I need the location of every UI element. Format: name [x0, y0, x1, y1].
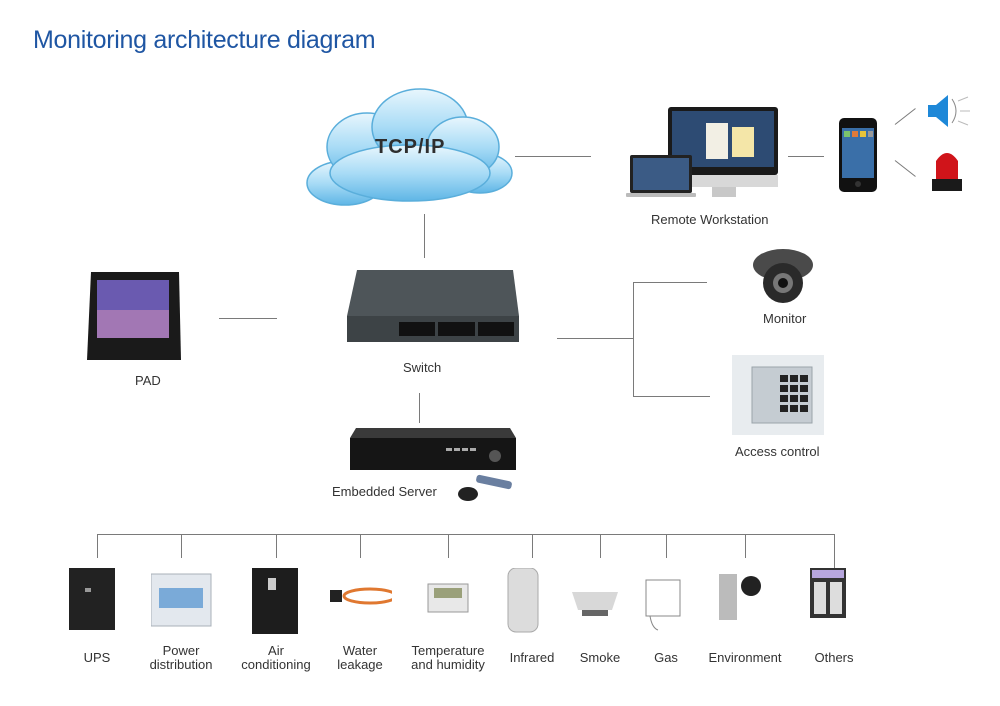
alarm-light-icon — [930, 145, 964, 193]
sensor-drop-line — [360, 534, 361, 558]
remote-workstation-icon — [626, 105, 781, 200]
power-distribution-icon — [151, 568, 213, 636]
connector-line — [419, 393, 420, 423]
sensor-label-line: Gas — [654, 650, 678, 665]
sensor-label-line: leakage — [337, 657, 383, 672]
sensor-label: Environment — [695, 651, 795, 665]
switch-icon — [347, 270, 519, 345]
environment-icon — [715, 568, 777, 636]
ups-icon — [67, 568, 129, 636]
air-conditioning-icon — [246, 568, 308, 636]
sensor-label: Infrared — [482, 651, 582, 665]
sensor-drop-line — [532, 534, 533, 558]
others-icon — [804, 568, 866, 636]
cloud-label: TCP/IP — [375, 136, 446, 158]
page-title: Monitoring architecture diagram — [33, 26, 376, 54]
switch-label: Switch — [403, 360, 442, 375]
sensor-label-line: and humidity — [411, 657, 485, 672]
sensor-label-line: Air — [268, 643, 284, 658]
sensor-drop-line — [181, 534, 182, 558]
sensor-drop-line — [745, 534, 746, 558]
sensor-label-line: Environment — [708, 650, 782, 665]
embedded-server-label: Embedded Server — [332, 484, 437, 499]
speaker-icon — [924, 93, 970, 129]
sensor-drop-line — [276, 534, 277, 558]
sensor-label-line: conditioning — [241, 657, 311, 672]
sensor-drop-line — [448, 534, 449, 558]
connector-line — [894, 108, 916, 125]
connector-line — [633, 282, 707, 283]
remote-workstation-label: Remote Workstation — [651, 212, 769, 227]
water-leakage-icon — [330, 568, 392, 636]
pad-label: PAD — [135, 373, 161, 388]
connector-line — [424, 214, 425, 258]
connector-line — [788, 156, 824, 157]
sensor-label: UPS — [47, 651, 147, 665]
connector-line — [633, 396, 710, 397]
sensor-label-line: Infrared — [509, 650, 555, 665]
sensor-drop-line — [834, 534, 835, 578]
cloud-icon — [306, 88, 513, 206]
sensor-label-line: UPS — [83, 650, 111, 665]
sensor-label: Others — [784, 651, 884, 665]
tcp-ip-cloud — [305, 85, 515, 215]
sensor-label: Gas — [616, 651, 716, 665]
sensor-label-line: Water — [342, 643, 378, 658]
sensor-label-line: Temperature — [411, 643, 485, 658]
access-control-icon — [732, 355, 824, 435]
pad-icon — [85, 270, 185, 362]
sensor-drop-line — [600, 534, 601, 558]
sensor-drop-line — [666, 534, 667, 558]
embedded-server-icon — [350, 428, 520, 504]
sensor-label: Smoke — [550, 651, 650, 665]
connector-line — [515, 156, 591, 157]
gas-icon — [636, 568, 698, 636]
sensor-label-line: Power — [162, 643, 200, 658]
sensor-label-line: Others — [814, 650, 854, 665]
temperature-humidity-icon — [418, 568, 480, 636]
monitor-label: Monitor — [763, 311, 807, 326]
access-control-label: Access control — [735, 444, 820, 459]
connector-line — [557, 338, 633, 339]
infrared-icon — [502, 568, 564, 636]
sensor-drop-line — [97, 534, 98, 558]
dome-camera-icon — [750, 245, 816, 307]
sensor-label-line: distribution — [149, 657, 213, 672]
sensor-label-line: Smoke — [579, 650, 621, 665]
sensor-bus-line — [97, 534, 834, 535]
connector-line — [894, 160, 916, 177]
connector-line — [633, 282, 634, 396]
smoke-icon — [570, 568, 632, 636]
connector-line — [219, 318, 277, 319]
phone-icon — [839, 118, 877, 192]
